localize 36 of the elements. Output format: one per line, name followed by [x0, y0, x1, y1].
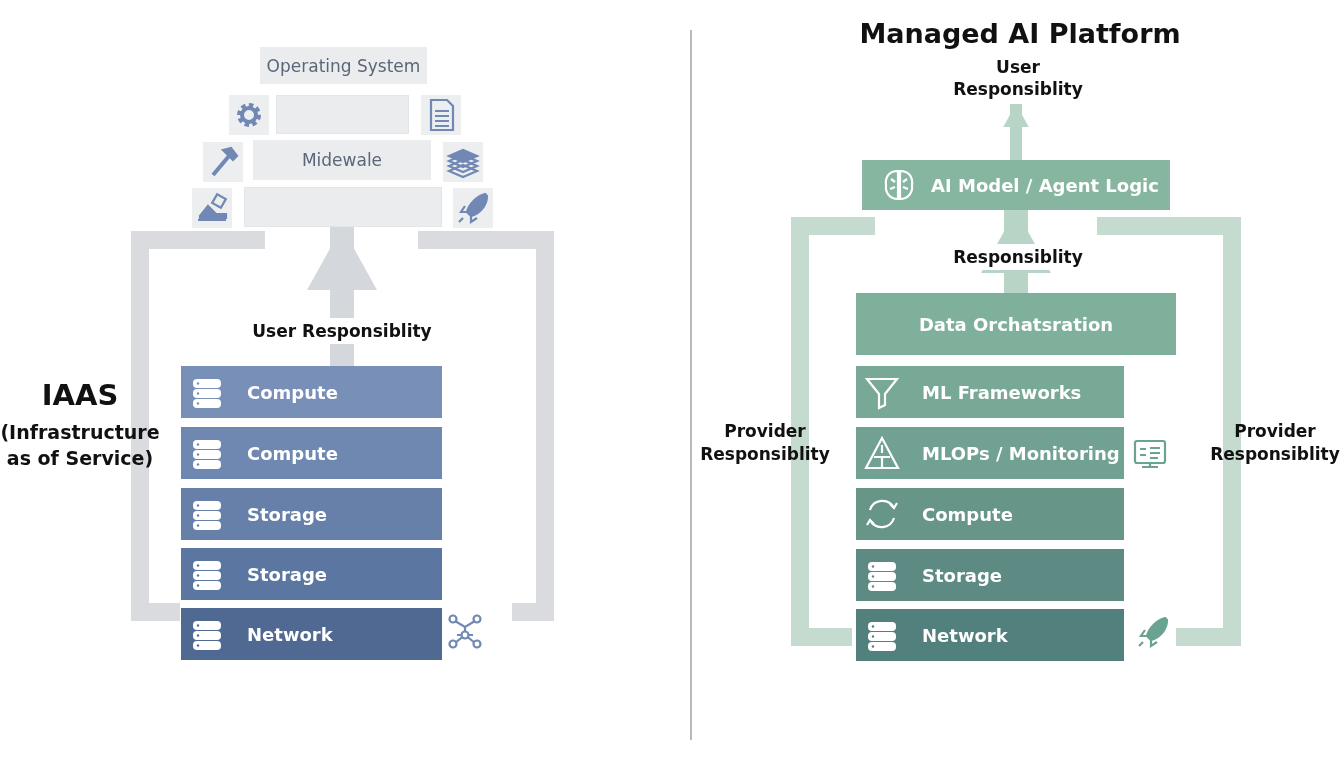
layer-label: Storage [247, 503, 328, 525]
arrow [981, 210, 1051, 293]
layer-bar [181, 548, 442, 600]
layer-bar [181, 488, 442, 540]
arrow [1003, 104, 1029, 160]
layer-label: Storage [922, 564, 1003, 586]
layer-label: Compute [247, 381, 338, 403]
layer-label: Storage [247, 563, 328, 585]
layer-bar [862, 160, 1170, 210]
layer-bar [856, 366, 1124, 418]
layer-label: Compute [922, 503, 1013, 525]
layer-label: Operating System [266, 55, 421, 76]
layer-bar [181, 366, 442, 418]
side-label: Provider Responsiblity [700, 420, 830, 466]
layer-label: MLOPs / Monitoring [922, 442, 1120, 464]
layer-label: ML Frameworks [922, 381, 1082, 403]
layer-label: Midewale [301, 150, 383, 170]
layer-label: AI Model / Agent Logic [931, 174, 1159, 196]
layer-label: Compute [247, 442, 338, 464]
title: Managed AI Platform [858, 18, 1182, 49]
empty-layer-box [244, 187, 442, 227]
layer-bar [181, 608, 442, 660]
layer-bar [856, 488, 1124, 540]
layer-bar [856, 427, 1124, 479]
layer-bar [856, 293, 1176, 355]
subtitle: (Infrastructure as of Service) [0, 420, 160, 471]
layer-label: Data Orchatsration [918, 313, 1114, 335]
empty-layer-box [276, 95, 409, 134]
layer-bar [181, 427, 442, 479]
heading: IAAS [40, 377, 120, 414]
layer-label: Network [247, 623, 333, 645]
layer-bar [856, 549, 1124, 601]
layer-bar [856, 609, 1124, 661]
layer-label: Network [922, 624, 1008, 646]
arrow [307, 227, 377, 366]
side-label: Provider Responsiblity [1209, 420, 1341, 466]
